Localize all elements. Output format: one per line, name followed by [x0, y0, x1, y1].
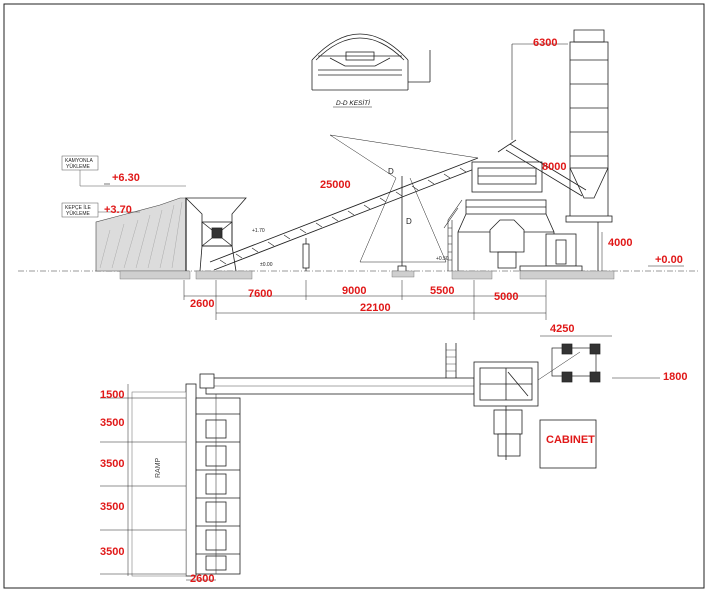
dim-plan-3500-b: 3500: [100, 458, 124, 470]
note-truck-loading: KAMYONLA YÜKLEME: [61, 155, 186, 187]
dim-plan-2600: 2600: [190, 573, 214, 585]
dim-silo-belt: 8000: [542, 161, 566, 173]
cabinet-label: CABINET: [546, 434, 595, 446]
dim-silo-width: 6300: [533, 37, 557, 49]
plan-belt-conveyor: [205, 343, 475, 395]
screw-conveyor: [497, 139, 587, 197]
ground-mark-mid: ±0.00: [260, 262, 273, 268]
section-marker-d2: D: [406, 217, 412, 226]
svg-text:KAMYONLA: KAMYONLA: [65, 158, 93, 164]
dim-base-2600: 2600: [190, 298, 214, 310]
svg-text:YÜKLEME: YÜKLEME: [66, 163, 91, 170]
svg-text:KEPÇE İLE: KEPÇE İLE: [65, 204, 92, 211]
elevation-lower: +3.70: [104, 204, 132, 216]
section-detail: [311, 33, 431, 91]
dim-9000: 9000: [342, 285, 366, 297]
conveyor-supports: [302, 134, 479, 273]
inclined-conveyor: [209, 157, 483, 271]
dim-plan-3500-c: 3500: [100, 501, 124, 513]
svg-text:YÜKLEME: YÜKLEME: [66, 210, 91, 217]
dim-silo-height: 4000: [608, 237, 632, 249]
dimension-lines-plan: [100, 384, 216, 581]
cabinet-box: [539, 419, 597, 469]
section-marker-d1: D: [388, 167, 394, 176]
plan-ramp: [131, 391, 187, 577]
lower-mark: +0.50: [436, 256, 449, 262]
dim-5500: 5500: [430, 285, 454, 297]
drawing-frame: [3, 3, 705, 589]
dim-plan-3500-d: 3500: [100, 546, 124, 558]
dim-total-22100: 22100: [360, 302, 391, 314]
plan-aggregate-bins: [185, 373, 241, 577]
dimension-lines-elevation: [183, 280, 547, 320]
conveyor-mark: +1.70: [252, 228, 265, 234]
dim-plan-1500: 1500: [100, 389, 124, 401]
dim-1800: 1800: [663, 371, 687, 383]
dim-conveyor-length: 25000: [320, 179, 351, 191]
plan-silo-footprint: [537, 335, 660, 383]
elevation-ground-right: +0.00: [655, 254, 683, 266]
mixing-tower: [443, 161, 583, 272]
dim-7600: 7600: [248, 288, 272, 300]
elevation-upper: +6.30: [112, 172, 140, 184]
cement-silo: [511, 29, 613, 271]
note-loader-loading: KEPÇE İLE YÜKLEME: [61, 202, 140, 218]
aggregate-hopper: [185, 197, 247, 272]
dim-plan-3500-a: 3500: [100, 417, 124, 429]
dim-5000: 5000: [494, 291, 518, 303]
foundations: [119, 270, 615, 280]
ramp-label: RAMP: [155, 457, 162, 478]
dim-4250: 4250: [550, 323, 574, 335]
section-title: D-D KESİTİ: [336, 99, 370, 107]
plan-mixer-tower: [473, 361, 539, 460]
